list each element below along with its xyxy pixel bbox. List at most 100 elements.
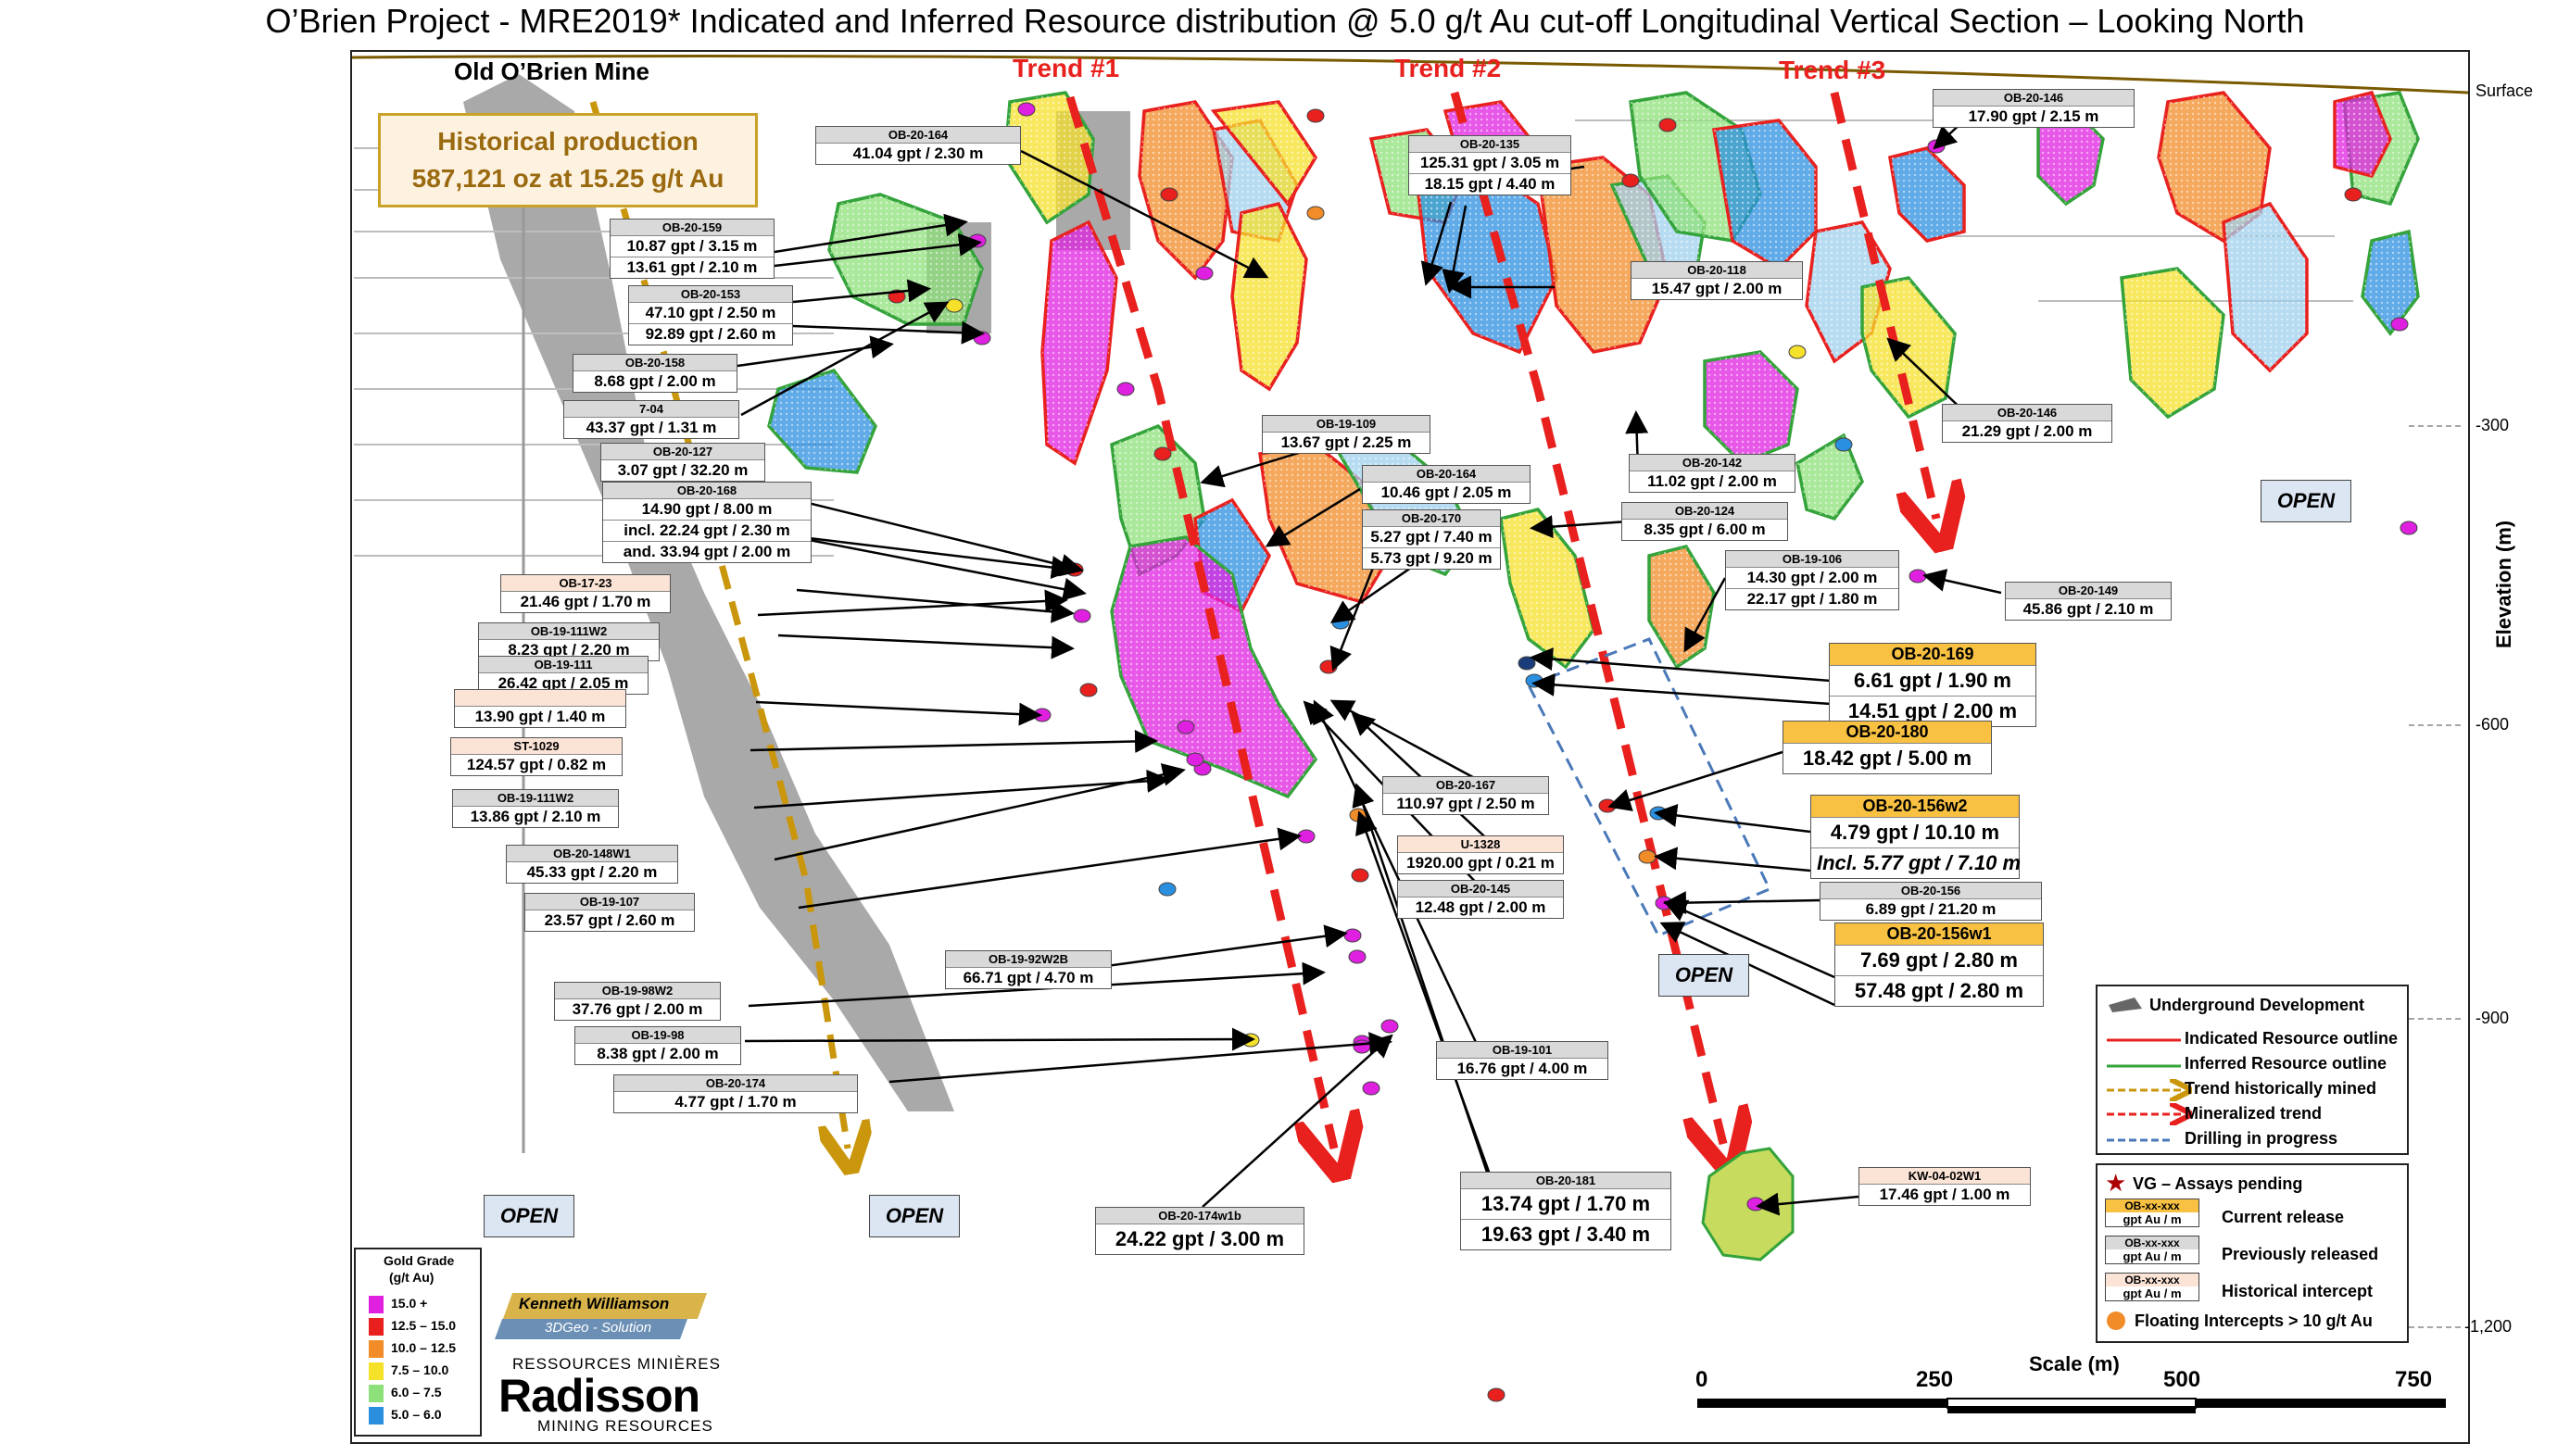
- leader-line: [798, 827, 1302, 910]
- intercept-value: 13.86 gpt / 2.10 m: [453, 806, 618, 827]
- intercept-value: 18.15 gpt / 4.40 m: [1409, 173, 1570, 195]
- leader-line: [1352, 783, 1503, 1214]
- intercept-value: incl. 22.24 gpt / 2.30 m: [603, 520, 811, 541]
- resource-texture: [2038, 111, 2103, 204]
- drillhole-id: OB-20-169: [1830, 644, 2035, 665]
- elevation-ticks: [2409, 425, 2464, 1328]
- legend-previous: Previously released: [2222, 1245, 2379, 1263]
- intercept-value: 5.73 gpt / 9.20 m: [1363, 547, 1500, 569]
- resource-texture: [2362, 232, 2418, 333]
- leader-line: [1530, 647, 1832, 683]
- drillhole-id: OB-20-180: [1783, 722, 1991, 743]
- resource-texture: [2122, 269, 2224, 417]
- intercept-marker: [1658, 118, 1677, 132]
- intercept-value: 110.97 gpt / 2.50 m: [1383, 793, 1548, 814]
- trend-3-label: Trend #3: [1779, 56, 1886, 84]
- drillhole-id: OB-20-174: [614, 1075, 857, 1091]
- intercept-value: 6.61 gpt / 1.90 m: [1830, 665, 2035, 696]
- resource-texture: [769, 370, 876, 472]
- drillhole-id: 7-04: [564, 401, 738, 417]
- intercept-value: 37.76 gpt / 2.00 m: [555, 998, 720, 1020]
- leader-line: [770, 532, 1075, 580]
- drillhole-id: OB-20-146: [1943, 405, 2111, 420]
- intercept-marker: [1297, 829, 1316, 844]
- drillhole-id: OB-20-174w1b: [1096, 1208, 1304, 1224]
- mini-previous: OB-xx-xxx gpt Au / m: [2105, 1236, 2199, 1264]
- vg-star-icon: ★: [2105, 1169, 2127, 1197]
- legend-current: Current release: [2222, 1208, 2345, 1226]
- scale-tick-750: 750: [2395, 1367, 2433, 1392]
- leader-line: [1607, 750, 1783, 811]
- floating-intercept-icon: [2107, 1312, 2125, 1330]
- surface-line: [351, 55, 2469, 94]
- resource-texture: [1140, 102, 1232, 278]
- intercept-marker: [1353, 1039, 1371, 1054]
- historical-production-line2: 587,121 oz at 15.25 g/t Au: [411, 164, 724, 193]
- scale-tick-250: 250: [1916, 1367, 1954, 1392]
- grade-legend-unit: (g/t Au): [389, 1270, 435, 1285]
- intercept-value: 26.42 gpt / 2.05 m: [479, 672, 648, 694]
- drillhole-id: OB-20-156: [1820, 883, 2041, 898]
- historical-production-line1: Historical production: [437, 127, 699, 156]
- leader-line: [740, 301, 950, 417]
- intercept-value: 13.74 gpt / 1.70 m: [1461, 1188, 1670, 1219]
- drillhole-id: KW-04-02W1: [1859, 1168, 2030, 1184]
- intercept-value: 4.79 gpt / 10.10 m: [1811, 817, 2019, 847]
- drillhole-id: OB-20-167: [1383, 777, 1548, 793]
- leader-line: [753, 769, 1170, 810]
- intercept-marker: [1177, 720, 1195, 734]
- leader-line: [792, 279, 931, 304]
- legend-inferred: Inferred Resource outline: [2185, 1054, 2387, 1073]
- intercept-value: 21.29 gpt / 2.00 m: [1943, 420, 2111, 442]
- resource-texture: [1501, 509, 1594, 667]
- intercept-marker: [1909, 569, 1927, 584]
- open-label: OPEN: [1658, 954, 1749, 997]
- resource-blobs: [767, 90, 2420, 799]
- grade-label: 15.0 +: [391, 1296, 428, 1311]
- open-label: OPEN: [869, 1195, 960, 1237]
- grade-swatch: [369, 1362, 384, 1380]
- drillhole-id: OB-20-149: [2006, 583, 2171, 598]
- resource-texture: [2224, 204, 2307, 370]
- scale-tick-0: 0: [1695, 1367, 1708, 1392]
- drillhole-id: OB-19-101: [1437, 1042, 1607, 1058]
- drillhole-id: OB-20-158: [573, 355, 737, 370]
- leader-line: [744, 1027, 1255, 1051]
- leader-line: [1654, 847, 1811, 872]
- grade-swatch: [369, 1318, 384, 1336]
- intercept-marker: [1518, 656, 1536, 671]
- section-frame: [350, 50, 2470, 1444]
- drillhole-id: OB-20-164: [1363, 466, 1530, 482]
- drillhole-id: OB-20-153: [629, 286, 792, 302]
- grade-label: 7.5 – 10.0: [391, 1362, 449, 1377]
- kw-logo: Kenneth Williamson 3DGeo - Solution: [494, 1293, 713, 1345]
- drillhole-id: [455, 690, 625, 706]
- intercept-value: 43.37 gpt / 1.31 m: [564, 417, 738, 438]
- intercept-value: 3.07 gpt / 32.20 m: [601, 459, 764, 481]
- resource-texture: [1797, 435, 1862, 519]
- intercept-marker: [1343, 928, 1362, 943]
- intercept-value: 41.04 gpt / 2.30 m: [816, 143, 1020, 164]
- grade-swatch: [369, 1385, 384, 1402]
- intercept-marker: [1306, 108, 1325, 123]
- intercept-value: 21.46 gpt / 1.70 m: [501, 591, 670, 612]
- drillhole-id: OB-19-98W2: [555, 983, 720, 998]
- intercept-marker: [1073, 609, 1091, 623]
- intercept-marker: [2344, 187, 2362, 202]
- grade-swatch: [369, 1407, 384, 1425]
- drillhole-id: ST-1029: [451, 738, 622, 754]
- elevation-tick-600: -600: [2476, 715, 2510, 734]
- leader-line: [757, 589, 1068, 617]
